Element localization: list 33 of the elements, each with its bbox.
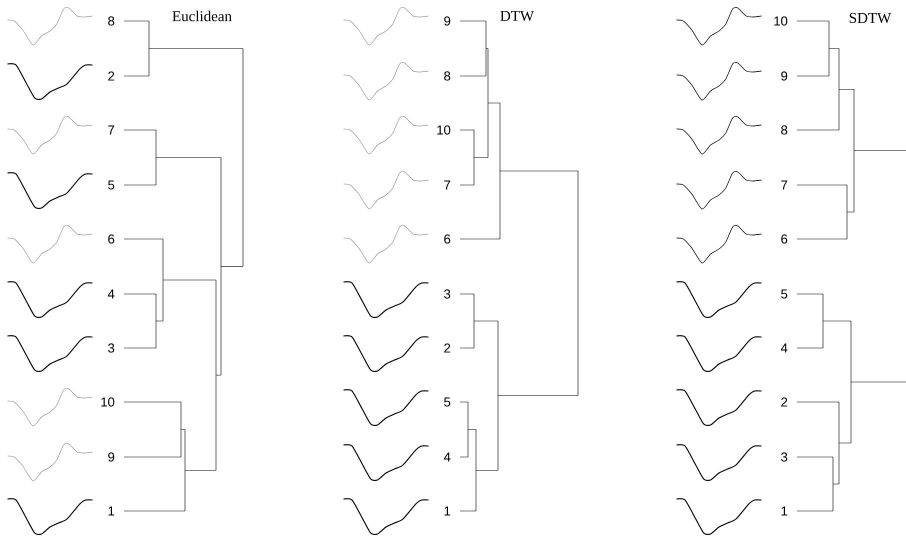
leaf-number: 2	[108, 71, 114, 81]
leaf-number: 8	[781, 125, 788, 135]
panel-title: DTW	[500, 10, 534, 22]
leaf-number: 6	[444, 234, 450, 244]
leaf-number: 3	[108, 343, 114, 353]
leaf-number: 7	[444, 180, 450, 190]
leaf-number: 9	[108, 452, 114, 462]
leaf-number: 2	[444, 343, 450, 353]
leaf-number: 5	[781, 289, 788, 299]
leaf-number: 1	[108, 506, 114, 516]
leaf-number: 5	[108, 180, 114, 190]
panel-title: SDTW	[850, 12, 892, 24]
leaf-number: 10	[101, 397, 114, 407]
leaf-number: 10	[437, 125, 450, 135]
leaf-number: 7	[781, 180, 788, 190]
leaf-number: 8	[108, 16, 114, 26]
leaf-number: 5	[444, 397, 450, 407]
leaf-number: 4	[780, 344, 788, 352]
leaf-number: 7	[108, 126, 114, 134]
leaf-number: 2	[781, 397, 788, 407]
leaf-number: 3	[781, 452, 788, 462]
leaf-number: 8	[444, 71, 450, 81]
panel-title: Euclidean	[172, 10, 232, 22]
leaf-number: 6	[781, 234, 788, 244]
leaf-number: 4	[444, 452, 450, 462]
leaf-number: 1	[782, 506, 788, 516]
leaf-number: 10	[774, 16, 788, 26]
leaf-number: 3	[444, 289, 450, 299]
leaf-number: 1	[444, 506, 450, 516]
leaf-number: 9	[444, 16, 450, 26]
leaf-number: 9	[781, 71, 788, 81]
leaf-number: 6	[108, 234, 114, 244]
leaf-number: 4	[108, 290, 114, 298]
